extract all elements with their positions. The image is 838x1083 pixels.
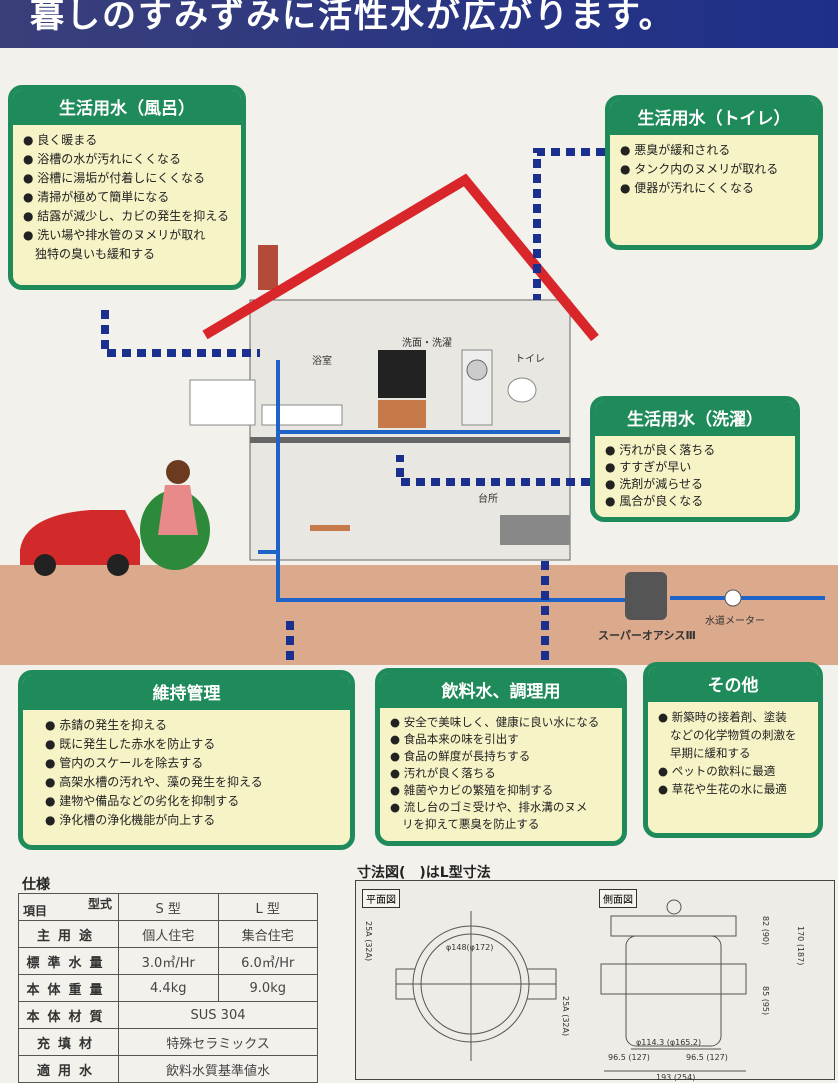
plan-view-label: 平面図 — [362, 889, 400, 908]
flow-arrows — [101, 148, 605, 660]
list-item: 洗い場や排水管のヌメリが取れ — [23, 226, 231, 245]
box-title: 維持管理 — [23, 675, 350, 710]
list-item: 雑菌やカビの繁殖を抑制する — [390, 782, 612, 799]
kitchen-counter — [500, 515, 570, 545]
balcony — [189, 379, 256, 426]
outlet-size: 25A (32A) — [561, 996, 570, 1037]
list-item: 草花や生花の水に最適 — [658, 780, 808, 798]
list-item: 既に発生した赤水を防止する — [45, 735, 340, 754]
total-width: 193 (254) — [656, 1073, 696, 1082]
col-header: L 型 — [217, 893, 318, 921]
label-wash: 洗面・洗濯 — [402, 338, 452, 349]
list-item: などの化学物質の刺激を — [670, 728, 797, 742]
house-illustration — [0, 148, 838, 665]
height-bottom: 85 (95) — [761, 986, 770, 1016]
other-box: その他 新築時の接着剤、塗装などの化学物質の刺激を早期に緩和するペットの飲料に最… — [643, 662, 823, 838]
col-header: S 型 — [118, 893, 219, 921]
dimension-drawing: 平面図 側面図 25A (32A) 25A (32A) φ148(φ172) 8… — [355, 880, 835, 1082]
water-pipes — [258, 360, 825, 602]
corner-top: 型式 — [87, 897, 112, 911]
corner-bottom: 項目 — [23, 904, 48, 918]
box-title: 生活用水（洗濯） — [595, 401, 795, 436]
mirror — [378, 350, 426, 398]
list-item: 汚れが良く落ちる — [605, 442, 785, 459]
super-oasis-unit — [625, 572, 667, 620]
list-item: 清掃が極めて簡単になる — [23, 188, 231, 207]
list-item: 風合が良くなる — [605, 493, 785, 510]
list-item: 結露が減少し、カビの発生を抑える — [23, 207, 231, 226]
list-item: 早期に緩和する — [670, 746, 751, 760]
list-item: 流し台のゴミ受けや、排水溝のヌメ — [390, 799, 612, 816]
list-item: 浴槽の水が汚れにくくなる — [23, 150, 231, 169]
inlet-size: 25A (32A) — [364, 921, 373, 962]
car — [20, 510, 140, 565]
label-bath: 浴室 — [312, 356, 332, 367]
list-item: 赤錆の発生を抑える — [45, 716, 340, 735]
water-meter — [724, 589, 742, 607]
height-total: 170 (187) — [796, 926, 805, 966]
label-meter: 水道メーター — [705, 616, 765, 627]
list-item: 悪臭が緩和される — [620, 141, 808, 160]
dimension-drawing-lines — [395, 899, 747, 1072]
list-item: すすぎが早い — [605, 459, 785, 476]
list-item: 食品の鮮度が長持ちする — [390, 748, 612, 765]
box-title: 飲料水、調理用 — [380, 673, 622, 708]
drinking-box: 飲料水、調理用 安全で美味しく、健康に良い水になる食品本来の味を引出す食品の鮮度… — [375, 668, 627, 846]
body-diameter: φ114.3 (φ165.2) — [636, 1038, 702, 1047]
label-product: スーパーオアシスⅢ — [598, 629, 696, 642]
list-item: 汚れが良く落ちる — [390, 765, 612, 782]
list-item: 新築時の接着剤、塗装 — [658, 708, 808, 726]
list-item: 便器が汚れにくくなる — [620, 179, 808, 198]
box-title: 生活用水（トイレ） — [610, 100, 818, 135]
table-row: 主用途個人住宅集合住宅 — [18, 920, 318, 948]
side-view-label: 側面図 — [599, 889, 637, 908]
list-item: 食品本来の味を引出す — [390, 731, 612, 748]
list-item: 良く暖まる — [23, 131, 231, 150]
laundry-box: 生活用水（洗濯） 汚れが良く落ちるすすぎが早い洗剤が減らせる風合が良くなる — [590, 396, 800, 522]
bathtub — [261, 404, 343, 426]
chimney — [258, 245, 278, 290]
box-title: 生活用水（風呂） — [13, 90, 241, 125]
plan-diameter: φ148(φ172) — [446, 943, 494, 952]
list-item: 浴槽に湯垢が付着しにくくなる — [23, 169, 231, 188]
list-item: 建物や備品などの劣化を抑制する — [45, 792, 340, 811]
box-title: その他 — [648, 667, 818, 702]
list-item: リを抑えて悪臭を防止する — [402, 817, 540, 831]
list-item: 高架水槽の汚れや、藻の発生を抑える — [45, 773, 340, 792]
roof — [202, 173, 599, 342]
spec-title: 仕様 — [22, 877, 50, 893]
half-width-left: 96.5 (127) — [608, 1053, 650, 1062]
woman — [158, 485, 198, 535]
list-item: 安全で美味しく、健康に良い水になる — [390, 714, 612, 731]
list-item: ペットの飲料に最適 — [658, 762, 808, 780]
list-item: 浄化槽の浄化機能が向上する — [45, 811, 340, 830]
ground — [0, 565, 838, 665]
height-top: 82 (90) — [761, 916, 770, 946]
table-row: 充填材特殊セラミックス — [18, 1028, 318, 1056]
label-toilet: トイレ — [515, 354, 545, 365]
maintenance-box: 維持管理 赤錆の発生を抑える既に発生した赤水を防止する管内のスケールを除去する高… — [18, 670, 355, 850]
bath-box: 生活用水（風呂） 良く暖まる浴槽の水が汚れにくくなる浴槽に湯垢が付着しにくくなる… — [8, 85, 246, 290]
half-width-right: 96.5 (127) — [686, 1053, 728, 1062]
toilet-box: 生活用水（トイレ） 悪臭が緩和されるタンク内のヌメリが取れる便器が汚れにくくなる — [605, 95, 823, 250]
dimension-title: 寸法図( )はL型寸法 — [357, 865, 491, 881]
list-item: 管内のスケールを除去する — [45, 754, 340, 773]
label-kitchen: 台所 — [478, 494, 498, 505]
list-item: 洗剤が減らせる — [605, 476, 785, 493]
list-item: 独特の臭いも緩和する — [35, 247, 156, 261]
banner-title: 暮しのすみずみに活性水が広がります。 — [0, 0, 838, 48]
table-row: 適用水飲料水質基準値水 — [18, 1055, 318, 1083]
list-item: タンク内のヌメリが取れる — [620, 160, 808, 179]
